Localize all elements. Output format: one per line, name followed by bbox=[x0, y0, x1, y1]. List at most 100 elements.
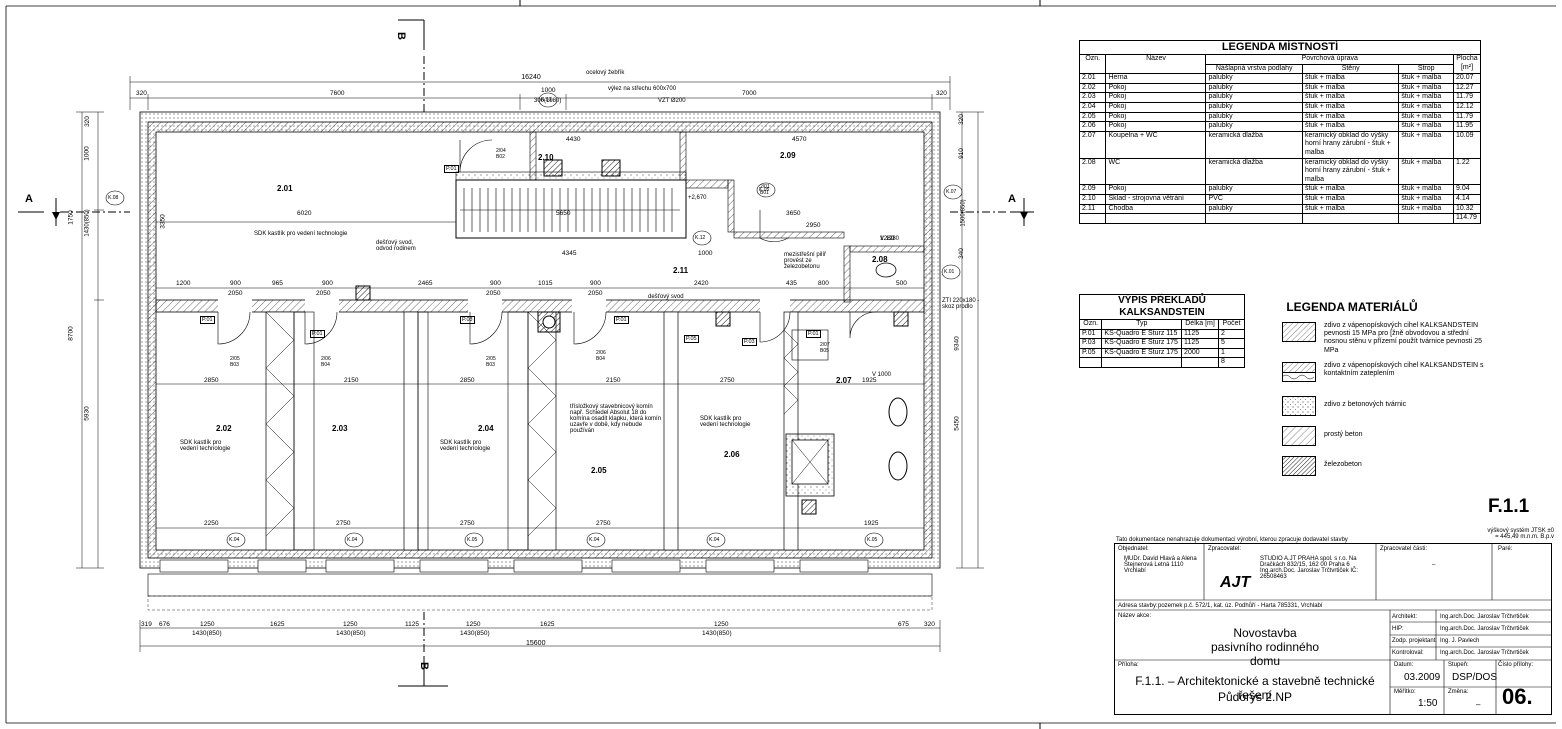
lintel-cell-type: KS-Quadro E Sturz 175 bbox=[1101, 347, 1183, 359]
company-logo: AJT bbox=[1220, 574, 1251, 591]
sdk-note-3: SDK kastlík pro vedení technologie bbox=[440, 440, 491, 452]
int-dim-3: 900 bbox=[322, 280, 333, 287]
investor-label: Objednatel: bbox=[1118, 546, 1149, 552]
room-legend-cell-area: 11.79 bbox=[1453, 111, 1481, 123]
room-legend-cell-code: 2.05 bbox=[1078, 111, 1107, 123]
lintel-cell-length: 2000 bbox=[1181, 347, 1220, 359]
bottom-dim-3: 1625 bbox=[270, 621, 285, 628]
hip-label: HIP: bbox=[1392, 626, 1404, 632]
int-dim-7: 900 bbox=[590, 280, 601, 287]
dim-top-2: 1000 bbox=[541, 87, 556, 94]
project-name: Novostavba pasivního rodinného domu bbox=[1210, 626, 1320, 668]
room-legend-cell-name: Sklad - strojovna větrání bbox=[1105, 193, 1207, 205]
room-dim-5: 4570 bbox=[792, 136, 807, 143]
room-dim-6: 4430 bbox=[566, 136, 581, 143]
room-legend-cell-floor: palubky bbox=[1205, 92, 1303, 103]
room-2-01: 2.01 bbox=[277, 184, 293, 193]
k-marker-11: K.05 bbox=[759, 187, 770, 193]
room-legend-cell-code: 2.06 bbox=[1078, 121, 1107, 132]
room-legend-cell-floor: keramická dlažba bbox=[1205, 157, 1303, 186]
window-code-7: 2/01 B01 bbox=[760, 184, 770, 196]
room-2-09: 2.09 bbox=[780, 151, 796, 160]
lower-dim-3: 2150 bbox=[606, 377, 621, 384]
room-legend-cell-ceiling: štuk + malba bbox=[1398, 184, 1455, 195]
int-dim2-2: 2050 bbox=[486, 290, 501, 297]
bottom-dim-10: 320 bbox=[924, 621, 935, 628]
level-mark: +2,670 bbox=[688, 195, 707, 201]
material-text-1: zdivo z vápenopískových cihel KALKSANDST… bbox=[1324, 362, 1484, 378]
architect: Ing.arch.Doc. Jaroslav Trčtvrtiček bbox=[1440, 614, 1529, 620]
dim-right-320: 320 bbox=[957, 114, 965, 125]
room-legend-cell-area: 11.79 bbox=[1453, 92, 1481, 103]
dim-left-320: 320 bbox=[83, 116, 91, 127]
k-marker-4: K.04 bbox=[229, 537, 240, 543]
bottom-room-dim-4: 1925 bbox=[864, 520, 879, 527]
int-dim2-1: 2050 bbox=[316, 290, 331, 297]
section-b-bottom: B bbox=[417, 662, 430, 670]
k-marker-2: K.01 bbox=[944, 269, 955, 275]
k-marker-10: K.12 bbox=[695, 235, 706, 241]
dim-left-8700: 8700 bbox=[67, 326, 75, 341]
room-2-07: 2.07 bbox=[836, 376, 852, 385]
ks-wall-swatch-icon bbox=[1282, 322, 1316, 342]
room-legend-cell-area: 20.07 bbox=[1453, 73, 1481, 84]
window-code-5: 2/07 B05 bbox=[820, 342, 830, 354]
block-swatch-icon bbox=[1282, 396, 1316, 416]
reinforced-concrete-swatch-icon bbox=[1282, 456, 1316, 476]
room-legend-cell-ceiling: štuk + malba bbox=[1398, 73, 1455, 84]
room-legend-cell-code: 2.11 bbox=[1078, 203, 1107, 215]
room-legend-cell-name: Pokoj bbox=[1105, 92, 1207, 103]
door-code-4: P.03 bbox=[742, 338, 757, 346]
lintel-cell-type: KS-Quadro E Sturz 115 bbox=[1101, 328, 1183, 340]
room-2-02: 2.02 bbox=[216, 424, 232, 433]
date: 03.2009 bbox=[1404, 672, 1441, 683]
room-dim-0: 6020 bbox=[297, 210, 312, 217]
sheet-code: F.1.1 bbox=[1488, 496, 1530, 517]
attachment-number: 06. bbox=[1502, 684, 1533, 709]
lintel-table: VÝPIS PŘEKLADŮ KALKSANDSTEIN Ozn. Typ Dé… bbox=[1078, 294, 1245, 368]
ladder-label: ocelový žebřík bbox=[586, 70, 625, 76]
dim-left-1000: 1000 bbox=[83, 146, 91, 161]
bottom-dim-5: 1125 bbox=[405, 621, 419, 628]
change-value: – bbox=[1476, 700, 1481, 709]
dim-top-1: 7600 bbox=[330, 90, 345, 97]
lower-dim-2: 2850 bbox=[460, 377, 475, 384]
stage2: DSP/DOS bbox=[1452, 672, 1498, 683]
room-legend-cell-code: 2.08 bbox=[1078, 157, 1107, 186]
room-2-04: 2.04 bbox=[478, 424, 494, 433]
lintel-cell-count: 1 bbox=[1218, 347, 1245, 359]
bottom-room-dim-0: 2250 bbox=[204, 520, 219, 527]
room-dim-8: 1000 bbox=[698, 250, 713, 257]
room-legend-cell-name: Chodba bbox=[1105, 203, 1207, 215]
room-legend-cell-ceiling: štuk + malba bbox=[1398, 203, 1455, 215]
dim-right-340: 340 bbox=[957, 248, 965, 259]
material-text-0: zdivo z vápenopískových cihel KALKSANDST… bbox=[1324, 322, 1482, 354]
dim-left-1750: 1750 bbox=[67, 210, 75, 225]
check-label: Kontroloval: bbox=[1392, 650, 1424, 656]
room-dim-2: 3650 bbox=[786, 210, 801, 217]
room-dim-7: 2420 bbox=[694, 280, 709, 287]
section-b-top: B bbox=[394, 32, 407, 40]
room-legend-cell-code: 2.04 bbox=[1078, 101, 1107, 113]
room-legend-cell-ceiling: štuk + malba bbox=[1398, 157, 1455, 186]
dim-top-sub: 300(1980) bbox=[534, 98, 562, 104]
bottom-dim-8: 1250 bbox=[714, 621, 729, 628]
room-legend-h-finish: Povrchová úprava bbox=[1205, 54, 1455, 65]
bottom-dim-7: 1625 bbox=[540, 621, 555, 628]
room-legend-h-code: Ozn. bbox=[1078, 53, 1107, 75]
height-system: výškový systém JTSK ±0 = 445,49 m.n.m. B… bbox=[1487, 528, 1554, 540]
room-legend-cell-floor: palubky bbox=[1205, 184, 1303, 195]
room-2-06: 2.06 bbox=[724, 450, 740, 459]
bottom-dim-9: 675 bbox=[898, 621, 909, 628]
door-code-0: P.01 bbox=[200, 316, 215, 324]
roof-hatch-label: výlez na střechu 600x700 bbox=[608, 86, 677, 92]
lintel-cell-count: 2 bbox=[1218, 328, 1245, 340]
floor-plan bbox=[18, 19, 1034, 687]
